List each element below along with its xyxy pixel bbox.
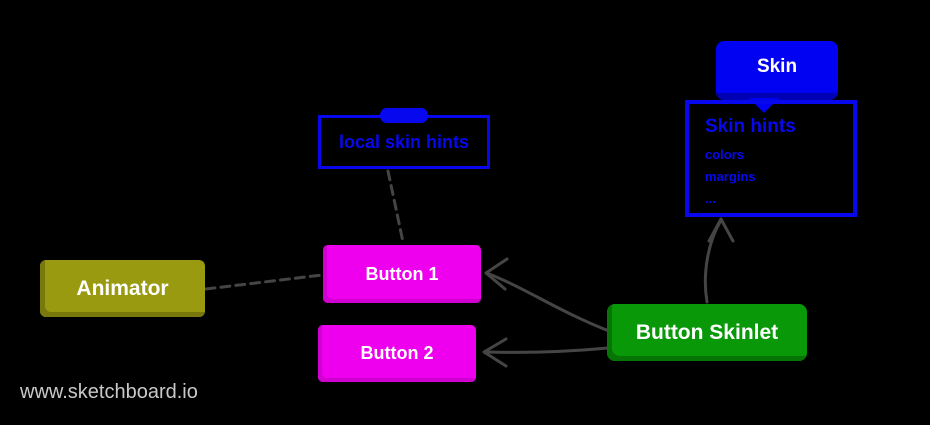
local-skin-hints-label: local skin hints bbox=[338, 131, 470, 152]
node-button1[interactable]: Button 1 bbox=[323, 245, 481, 303]
animator-label: Animator bbox=[76, 276, 169, 300]
edge-local-skin-hints-to-button1[interactable] bbox=[386, 169, 405, 244]
skin-hints-title: Skin hints bbox=[705, 116, 796, 137]
node-skin[interactable]: Skin bbox=[716, 41, 838, 100]
button1-label: Button 1 bbox=[365, 263, 439, 284]
arrowhead-button2 bbox=[482, 337, 508, 368]
edge-animator-to-button1[interactable] bbox=[204, 273, 324, 291]
node-skin-hints[interactable]: Skin hints colors margins ... bbox=[685, 100, 857, 217]
edge-button-skinlet-to-button1[interactable] bbox=[487, 272, 611, 333]
button-skinlet-label: Button Skinlet bbox=[635, 320, 779, 344]
skin-hints-item: margins bbox=[705, 169, 756, 184]
button2-label: Button 2 bbox=[360, 343, 434, 363]
skin-hints-item: ... bbox=[705, 191, 716, 206]
sketchboard-watermark: www.sketchboard.io bbox=[20, 381, 198, 403]
node-local-skin-hints[interactable]: local skin hints bbox=[318, 115, 490, 169]
skin-hints-item: colors bbox=[705, 147, 745, 162]
edge-button-skinlet-to-button2[interactable] bbox=[485, 346, 610, 354]
arrowhead-button1 bbox=[484, 257, 509, 291]
node-animator[interactable]: Animator bbox=[40, 260, 205, 317]
node-button-skinlet[interactable]: Button Skinlet bbox=[607, 304, 807, 361]
node-skin-label: Skin bbox=[756, 56, 798, 77]
node-button2[interactable]: Button 2 bbox=[318, 325, 476, 382]
local-skin-hints-tab bbox=[380, 108, 428, 123]
arrowhead-skin-hints bbox=[707, 217, 735, 243]
